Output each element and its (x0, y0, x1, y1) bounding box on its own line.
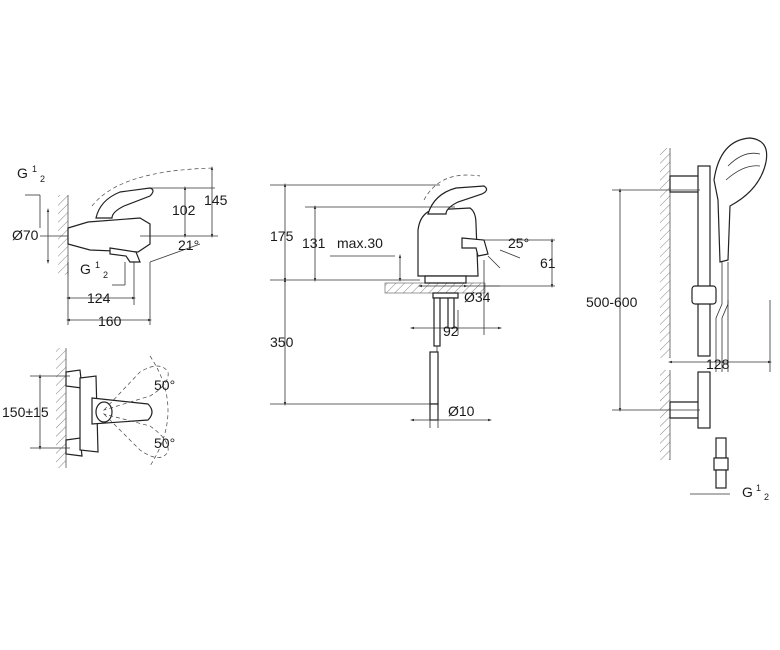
dim-92: 92 (443, 323, 459, 339)
dim-131: 131 (302, 235, 326, 251)
dim-102: 102 (172, 202, 196, 218)
dim-dia-34: Ø34 (464, 289, 491, 305)
angle-25: 25° (508, 235, 529, 251)
dim-350: 350 (270, 334, 294, 350)
dim-61: 61 (540, 255, 556, 271)
dim-dia-70: Ø70 (12, 227, 39, 243)
wall-hatch (660, 370, 670, 460)
bath-mixer-side-view: G 1 2 Ø70 102 145 21° G 1 2 124 160 (12, 164, 228, 329)
dim-145: 145 (204, 192, 228, 208)
wall-hatch (56, 348, 66, 468)
thread-numerator: 1 (32, 164, 37, 174)
dim-160: 160 (98, 313, 122, 329)
dim-dia-10: Ø10 (448, 403, 475, 419)
thread-label: G (17, 165, 28, 181)
thread-denominator: 2 (40, 174, 45, 184)
angle-21: 21° (178, 237, 199, 253)
thread-numerator: 1 (756, 483, 761, 493)
thread-denominator-lower: 2 (103, 270, 108, 280)
angle-50-bottom: 50° (154, 435, 175, 451)
basin-mixer-view: 175 131 max.30 25° 61 Ø34 92 350 Ø10 (270, 174, 556, 428)
wall-hatch (660, 148, 670, 358)
label-max-30: max.30 (337, 235, 383, 251)
shower-rail-view: 500-600 128 G 1 2 (586, 137, 772, 502)
thread-numerator-lower: 1 (95, 260, 100, 270)
thread-label: G (742, 484, 753, 500)
dim-124: 124 (87, 290, 111, 306)
dim-128: 128 (706, 356, 730, 372)
wall-hatch (58, 195, 68, 275)
thread-denominator: 2 (764, 492, 769, 502)
dim-150-15: 150±15 (2, 404, 49, 420)
bath-mixer-front-view: 150±15 50° 50° (2, 348, 175, 468)
thread-label-lower: G (80, 261, 91, 277)
dim-500-600: 500-600 (586, 294, 638, 310)
angle-50-top: 50° (154, 377, 175, 393)
dim-175: 175 (270, 228, 294, 244)
